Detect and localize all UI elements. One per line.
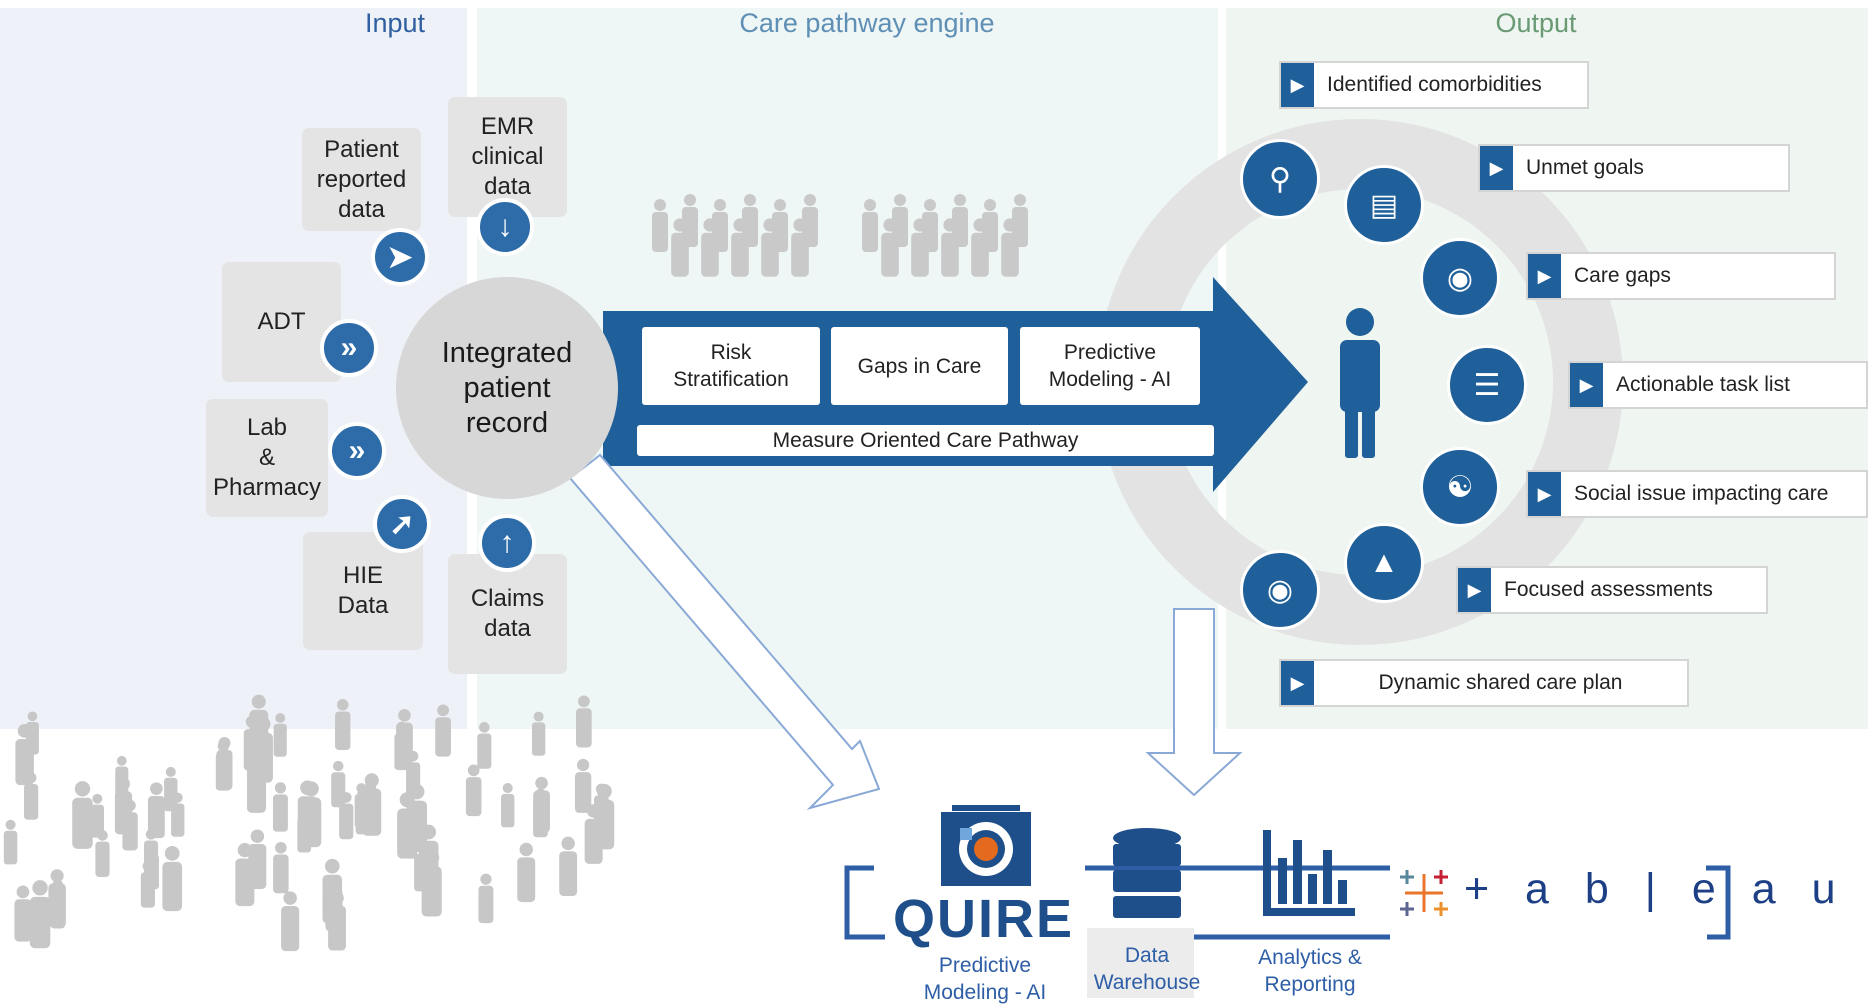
source-hie: HIE Data: [303, 532, 423, 650]
person-icon: [1340, 308, 1380, 458]
chevron-down-right-icon: ➤: [371, 228, 429, 286]
risk-stratification-box: Risk Stratification: [642, 327, 820, 405]
analytics-reporting-label: Analytics & Reporting: [1258, 946, 1362, 996]
search-icon: ⚲: [1240, 139, 1320, 219]
quire-logo-mark: [941, 805, 1031, 886]
predictive-flow-arrow: [568, 453, 881, 810]
output-actionable-task-list: ▶Actionable task list: [1568, 361, 1868, 409]
tools-bracket-right: [1706, 865, 1731, 940]
output-unmet-goals: ▶Unmet goals: [1478, 144, 1790, 192]
source-patient-reported: Patient reported data: [302, 128, 421, 231]
data-warehouse-label-bg: [1087, 928, 1194, 998]
chevron-right-icon: »: [328, 422, 386, 480]
predictive-modeling-label: Predictive Modeling - AI: [923, 954, 1047, 1004]
bar-chart-icon: ▲: [1344, 523, 1424, 603]
tableau-mark: [1400, 870, 1448, 916]
play-icon: ▶: [1281, 63, 1314, 107]
output-identified-comorbidities: ▶Identified comorbidities: [1279, 61, 1589, 109]
care-pathway-bar: Measure Oriented Care Pathway: [637, 425, 1214, 456]
chevron-up-icon: ↑: [478, 514, 536, 572]
play-icon: ▶: [1480, 146, 1513, 190]
data-warehouse-label: Data Warehouse: [1093, 944, 1201, 994]
input-title: Input: [364, 8, 426, 38]
analytics-icon: [1263, 830, 1355, 916]
integrated-patient-record: Integrated patient record: [396, 277, 618, 499]
handshake-icon: ☯: [1420, 447, 1500, 527]
output-care-gaps: ▶Care gaps: [1526, 252, 1836, 300]
chat-bubbles-icon: ◉: [1420, 238, 1500, 318]
output-title: Output: [1495, 8, 1577, 38]
gaps-in-care-box: Gaps in Care: [831, 327, 1008, 405]
chevron-right-icon: »: [320, 319, 378, 377]
source-claims: Claims data: [448, 554, 567, 674]
engine-title: Care pathway engine: [739, 8, 995, 38]
play-icon: ▶: [1570, 363, 1603, 407]
source-lab-pharmacy: Lab & Pharmacy: [206, 399, 328, 517]
data-warehouse-icon: [1113, 828, 1181, 918]
analytics-flow-arrow: [1145, 608, 1243, 797]
tools-bracket: [844, 865, 885, 940]
play-icon: ▶: [1528, 472, 1561, 516]
presentation-icon: ▤: [1344, 165, 1424, 245]
chevron-down-icon: ↓: [476, 198, 534, 256]
clipboard-icon: ☰: [1447, 345, 1527, 425]
output-focused-assessments: ▶Focused assessments: [1456, 566, 1768, 614]
tableau-logo: + a b | e a u: [1464, 865, 1848, 913]
play-icon: ▶: [1458, 568, 1491, 612]
predictive-modeling-box: Predictive Modeling - AI: [1020, 327, 1200, 405]
play-icon: ▶: [1281, 661, 1314, 705]
database-icon: ◉: [1240, 550, 1320, 630]
output-social-issue: ▶Social issue impacting care: [1526, 470, 1868, 518]
output-dynamic-care-plan: ▶Dynamic shared care plan: [1279, 659, 1689, 707]
chevron-up-right-icon: ➚: [373, 495, 431, 553]
quire-logo: QUIRE: [893, 889, 1075, 949]
play-icon: ▶: [1528, 254, 1561, 298]
source-adt: ADT: [222, 262, 341, 382]
source-emr: EMR clinical data: [448, 97, 567, 217]
